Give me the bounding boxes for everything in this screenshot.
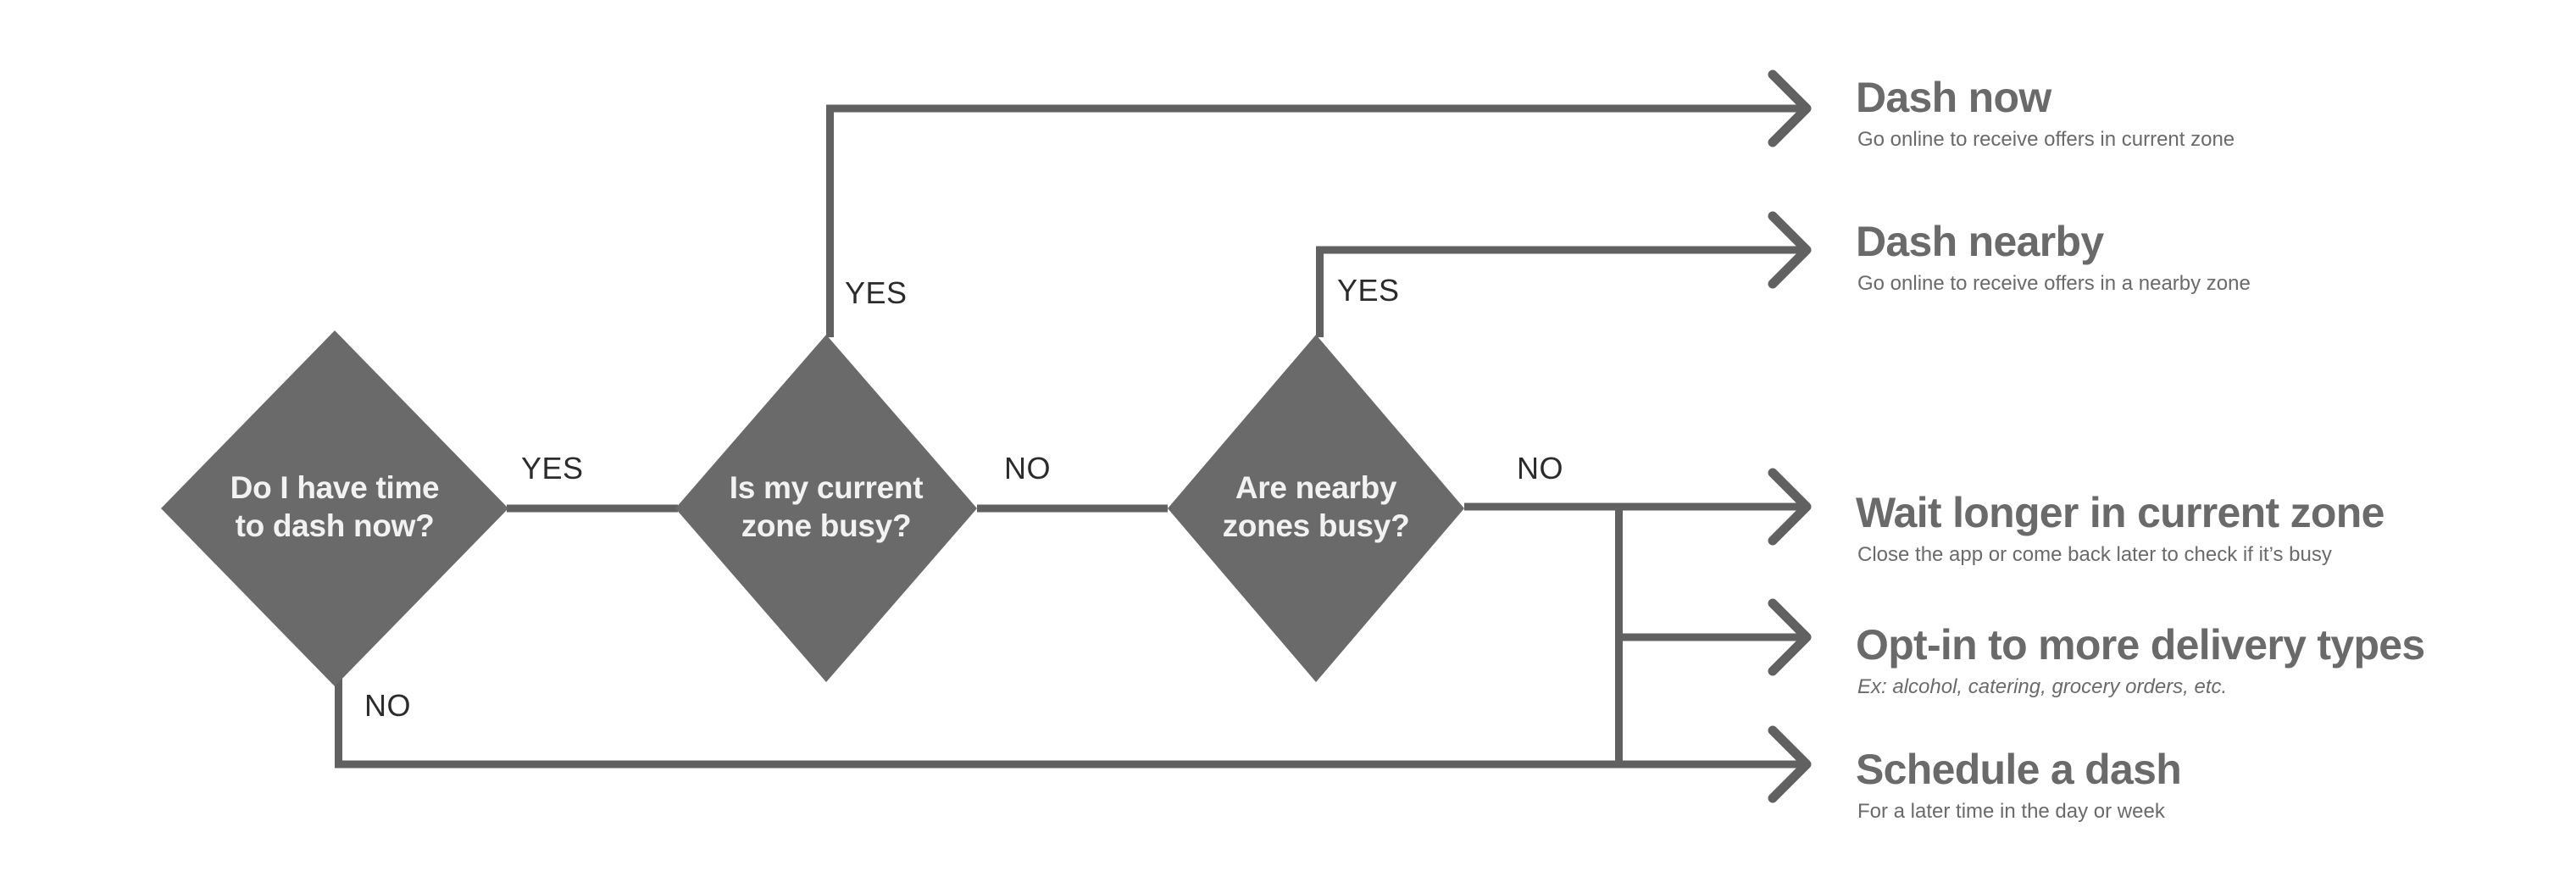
diamond-shape-time-to-dash [161,330,508,686]
outcome-subtitle: For a later time in the day or week [1857,800,2166,823]
decision-nodes: Do I have time to dash now? Is my curren… [161,330,1464,686]
outcome-dash-nearby[interactable]: Dash nearby Go online to receive offers … [1856,218,2251,295]
decision-label-line2: to dash now? [236,508,435,543]
outcome-list: Dash now Go online to receive offers in … [1856,74,2425,823]
diamond-shape-current-zone-busy [675,335,977,682]
decision-node-current-zone-busy[interactable]: Is my current zone busy? [675,335,977,682]
branch-label-d2-no: NO [1004,451,1051,486]
arrow-head-wait-longer [1768,468,1812,546]
outcome-title: Dash now [1856,74,2051,121]
arrowheads [1768,69,1812,803]
branch-labels: YES NO YES NO YES NO [364,273,1563,723]
outcome-subtitle: Go online to receive offers in a nearby … [1857,272,2251,295]
branch-label-d3-yes: YES [1337,273,1400,308]
outcome-title: Dash nearby [1856,218,2104,265]
arrow-head-opt-in [1768,598,1812,676]
arrow-head-dash-now [1768,69,1812,147]
outcome-title: Opt-in to more delivery types [1856,621,2425,669]
outcome-subtitle: Close the app or come back later to chec… [1857,543,2332,566]
decision-label-line2: zones busy? [1223,508,1410,543]
outcome-opt-in-delivery-types[interactable]: Opt-in to more delivery types Ex: alcoho… [1856,621,2425,698]
outcome-title: Wait longer in current zone [1856,489,2384,536]
decision-label-line1: Do I have time [230,470,440,505]
diamond-shape-nearby-zones-busy [1168,335,1464,682]
outcome-wait-longer[interactable]: Wait longer in current zone Close the ap… [1856,489,2384,566]
decision-label-line1: Are nearby [1235,470,1397,505]
arrow-head-schedule-dash [1768,725,1812,803]
outcome-dash-now[interactable]: Dash now Go online to receive offers in … [1856,74,2235,151]
branch-label-d1-no: NO [364,688,411,723]
decision-node-time-to-dash[interactable]: Do I have time to dash now? [161,330,508,686]
connector-lines [335,104,1807,769]
decision-node-nearby-zones-busy[interactable]: Are nearby zones busy? [1168,335,1464,682]
decision-label-line1: Is my current [730,470,923,505]
decision-label-line2: zone busy? [741,508,912,543]
branch-label-d2-yes: YES [845,275,908,310]
outcome-schedule-a-dash[interactable]: Schedule a dash For a later time in the … [1856,746,2182,823]
branch-label-d3-no: NO [1517,451,1563,486]
branch-label-d1-yes: YES [521,451,584,486]
outcome-subtitle: Go online to receive offers in current z… [1857,128,2235,151]
outcome-title: Schedule a dash [1856,746,2181,793]
arrow-head-dash-nearby [1768,211,1812,289]
outcome-subtitle: Ex: alcohol, catering, grocery orders, e… [1857,675,2227,698]
